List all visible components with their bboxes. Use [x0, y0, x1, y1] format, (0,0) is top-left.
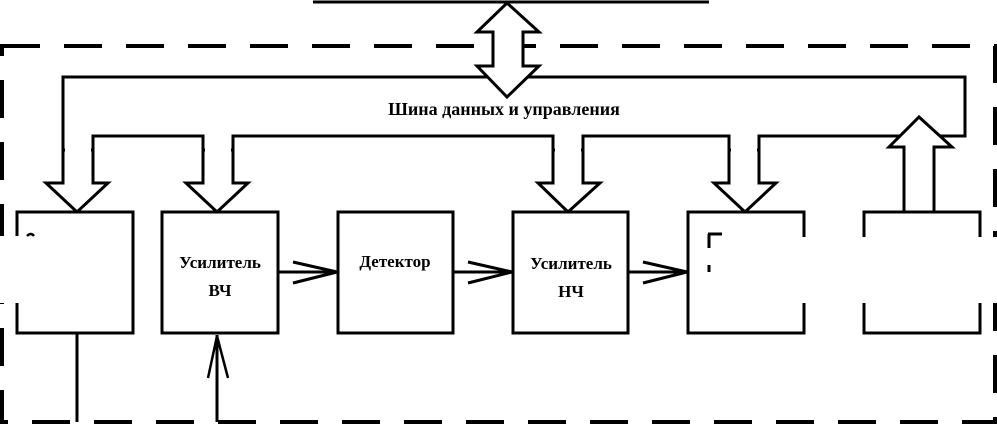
occlusion-block-1: [0, 236, 129, 303]
lf-amplifier-label-1: Усилитель: [530, 254, 612, 273]
occlusion-block-5-6: [725, 237, 997, 303]
bus-inner-line-4: [757, 134, 904, 183]
bus-inner-line-2: [231, 134, 555, 183]
lf-amplifier-box: [511, 210, 630, 335]
bus-outer-line: [61, 75, 967, 183]
lf-amplifier-label-2: НЧ: [558, 282, 584, 301]
block-5-label-fragment: [707, 232, 722, 272]
hf-amplifier-input-arrow: [206, 335, 230, 422]
arrow-hf-to-detector: [279, 260, 338, 285]
bidirectional-bus-arrow: [473, 0, 543, 100]
arrow-detector-to-lf: [454, 260, 513, 285]
hf-amplifier-label-1: Усилитель: [179, 253, 261, 272]
block-1-label-fragment: [26, 232, 35, 237]
bus-arrow-from-block-6: [885, 114, 956, 214]
hf-amplifier-label-2: ВЧ: [209, 281, 232, 300]
detector-label: Детектор: [359, 252, 430, 271]
bus-inner-line-3: [581, 134, 731, 183]
hf-amplifier-box: [160, 210, 280, 335]
bus-inner-line: [91, 134, 205, 183]
detector-box: [336, 210, 455, 335]
bus-label: Шина данных и управления: [388, 99, 620, 119]
arrow-lf-to-block-5: [629, 260, 688, 285]
